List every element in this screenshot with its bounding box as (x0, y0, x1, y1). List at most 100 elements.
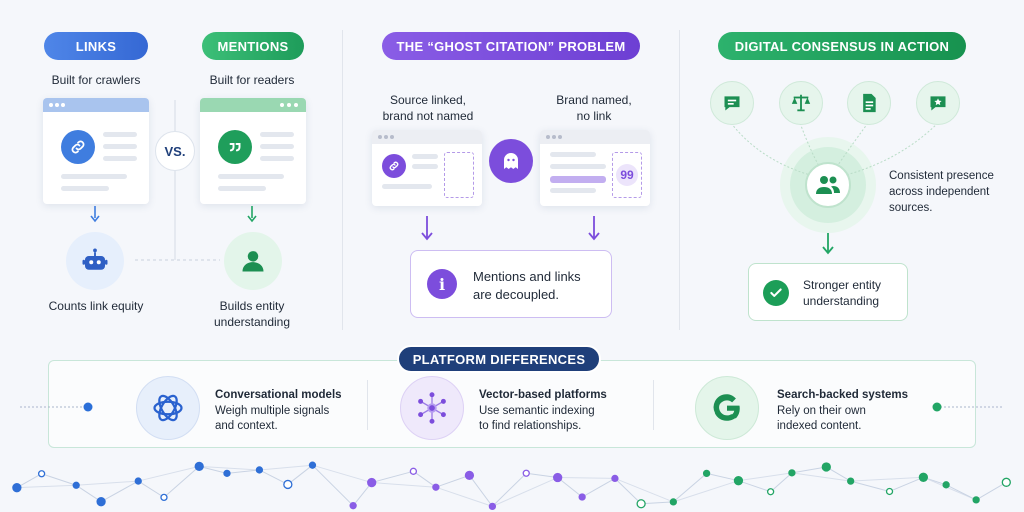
platform-item-1-line1: Weigh multiple signals (215, 404, 330, 417)
ghost-right-line1: Brand named, (556, 93, 632, 107)
ghost-citation-pill: THE “GHOST CITATION” PROBLEM (382, 32, 640, 60)
mentions-bottom-line1: Builds entity (219, 299, 285, 313)
ghost-arrows (421, 216, 600, 241)
network-node (942, 481, 950, 489)
network-node (464, 470, 475, 481)
network-node (37, 470, 46, 478)
scales-icon (779, 81, 823, 125)
network-node (134, 477, 142, 485)
platform-item-2-line1: Use semantic indexing (479, 404, 595, 417)
network-node (308, 461, 317, 469)
network-node (160, 493, 168, 502)
platform-side-dots (20, 402, 1004, 412)
section-divider-1 (342, 30, 343, 330)
platform-item-3: Search-backed systems Rely on their own … (777, 388, 908, 435)
network-node (12, 483, 22, 493)
linked-source-window (372, 130, 482, 206)
document-icon (847, 81, 891, 125)
consensus-side-line3: sources. (889, 202, 933, 214)
network-node-icon (400, 376, 464, 440)
platform-item-3-line1: Rely on their own (777, 404, 866, 417)
network-node (578, 493, 586, 501)
network-node (918, 472, 929, 482)
network-node (611, 474, 619, 483)
ghost-left-line1: Source linked, (389, 93, 467, 107)
digital-consensus-pill: DIGITAL CONSENSUS IN ACTION (718, 32, 966, 60)
quote-mark-icon (218, 130, 252, 164)
decoupled-line2: are decoupled. (473, 287, 560, 302)
decoupled-result-card: i Mentions and links are decoupled. (410, 250, 612, 318)
stronger-line2: understanding (803, 294, 880, 308)
mentions-caption: Built for readers (209, 73, 295, 87)
quote-badge-dashed: 99 (612, 152, 642, 198)
network-node (349, 502, 357, 510)
network-node (788, 469, 796, 477)
network-node (636, 499, 646, 509)
decorative-network-footer (12, 461, 1011, 511)
mentions-pill: MENTIONS (202, 32, 304, 60)
network-node (821, 462, 831, 472)
star-review-icon (916, 81, 960, 125)
platform-item-3-title: Search-backed systems (777, 389, 909, 401)
links-caption: Built for crawlers (51, 73, 141, 87)
consensus-side-line1: Consistent presence (889, 170, 994, 182)
network-node (432, 483, 440, 491)
mentions-browser-window (200, 98, 306, 204)
google-g-icon (695, 376, 759, 440)
network-node (255, 466, 264, 474)
platform-item-2-title: Vector-based platforms (479, 389, 607, 401)
ghost-right-caption: Brand named, no link (536, 92, 652, 124)
network-node (194, 461, 204, 472)
network-node (1001, 477, 1011, 487)
section-divider-2 (679, 30, 680, 330)
decoupled-line1: Mentions and links (473, 269, 581, 284)
network-node (766, 488, 775, 496)
ghost-right-line2: no link (576, 109, 612, 123)
platform-item-3-line2: indexed content. (777, 420, 862, 432)
link-icon-purple (382, 154, 406, 178)
network-node (522, 469, 530, 477)
chat-bubble-icon (710, 81, 754, 125)
ghost-left-caption: Source linked, brand not named (370, 92, 486, 124)
mentions-bottom-label: Builds entity understanding (196, 298, 308, 330)
info-icon: i (427, 269, 457, 299)
robot-crawler-icon (66, 232, 124, 290)
network-node (733, 476, 744, 486)
checkmark-icon (763, 280, 789, 306)
consensus-side-line2: across independent (889, 186, 990, 198)
ghost-icon (489, 139, 533, 183)
network-node (488, 502, 497, 511)
ghost-left-line2: brand not named (382, 109, 474, 123)
platform-item-1-title: Conversational models (215, 389, 342, 401)
platform-item-1: Conversational models Weigh multiple sig… (215, 388, 342, 435)
platform-differences-pill: PLATFORM DIFFERENCES (397, 345, 601, 373)
network-node (972, 496, 980, 504)
platform-item-1-line2: and context. (215, 420, 278, 432)
mentions-bottom-line2: understanding (213, 315, 291, 329)
network-node (283, 479, 293, 490)
network-node (669, 498, 677, 506)
named-brand-window: 99 (540, 130, 650, 206)
network-node (553, 472, 563, 483)
network-node (96, 497, 106, 507)
openai-knot-icon (136, 376, 200, 440)
chain-link-icon (61, 130, 95, 164)
network-node (223, 469, 231, 477)
links-pill: LINKS (44, 32, 148, 60)
platform-item-2-line2: to find relationships. (479, 420, 582, 432)
network-node (367, 477, 377, 488)
group-people-icon (805, 162, 851, 208)
platform-item-2: Vector-based platforms Use semantic inde… (479, 388, 607, 435)
network-node (885, 487, 894, 496)
links-bottom-label: Counts link equity (48, 299, 144, 313)
stronger-entity-card: Stronger entity understanding (748, 263, 908, 321)
vs-badge: VS. (155, 131, 195, 171)
network-node (702, 469, 711, 478)
links-browser-window (43, 98, 149, 204)
person-reader-icon (224, 232, 282, 290)
network-node (409, 467, 418, 475)
network-node (847, 477, 855, 485)
consensus-side-text: Consistent presence across independent s… (889, 168, 994, 216)
stronger-line1: Stronger entity (803, 278, 882, 292)
network-node (72, 481, 80, 489)
